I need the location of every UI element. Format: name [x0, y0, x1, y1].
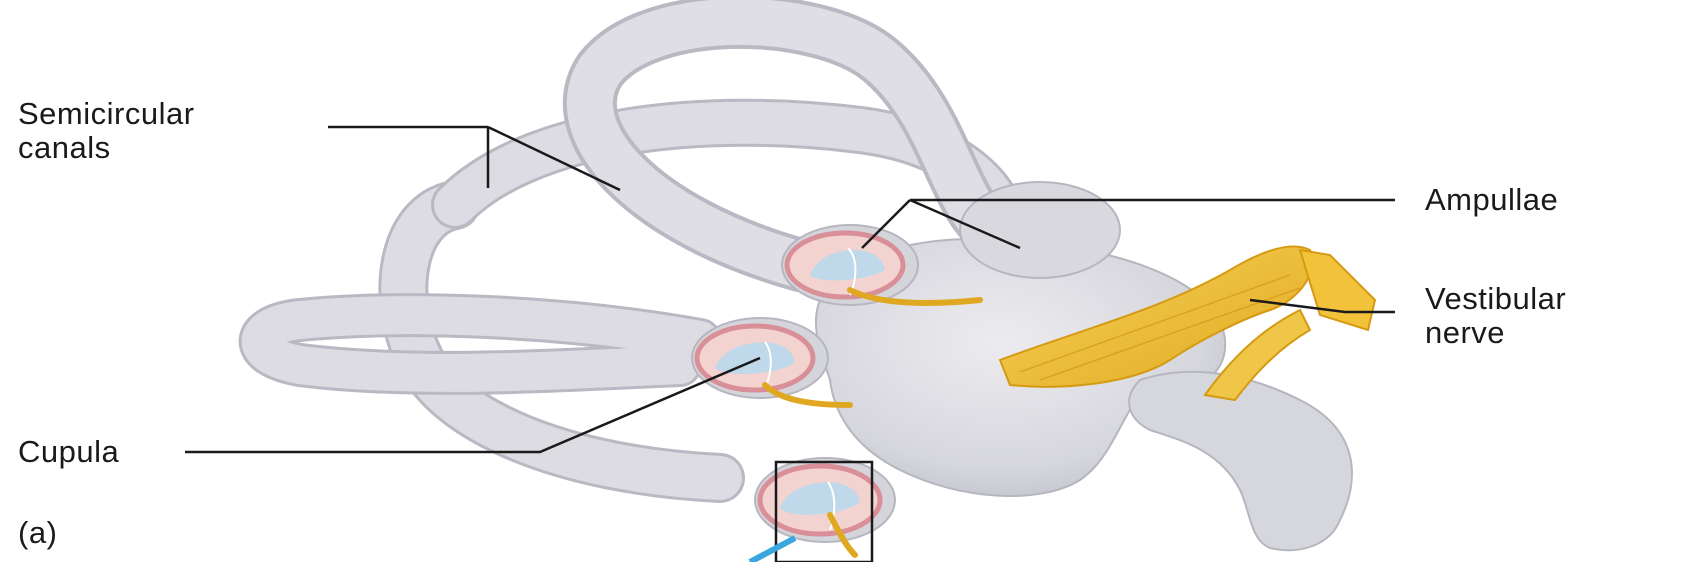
cupula-label: Cupula — [18, 435, 119, 469]
panel-label: (a) — [18, 516, 57, 550]
semicircular-canals-label: Semicircular canals — [18, 97, 195, 165]
ampullae-label: Ampullae — [1425, 183, 1558, 217]
lateral-canal — [261, 315, 700, 373]
vestibular-nerve-label: Vestibular nerve — [1425, 282, 1566, 350]
detail-pointer — [750, 538, 795, 562]
cochlear-extension — [1129, 372, 1352, 550]
